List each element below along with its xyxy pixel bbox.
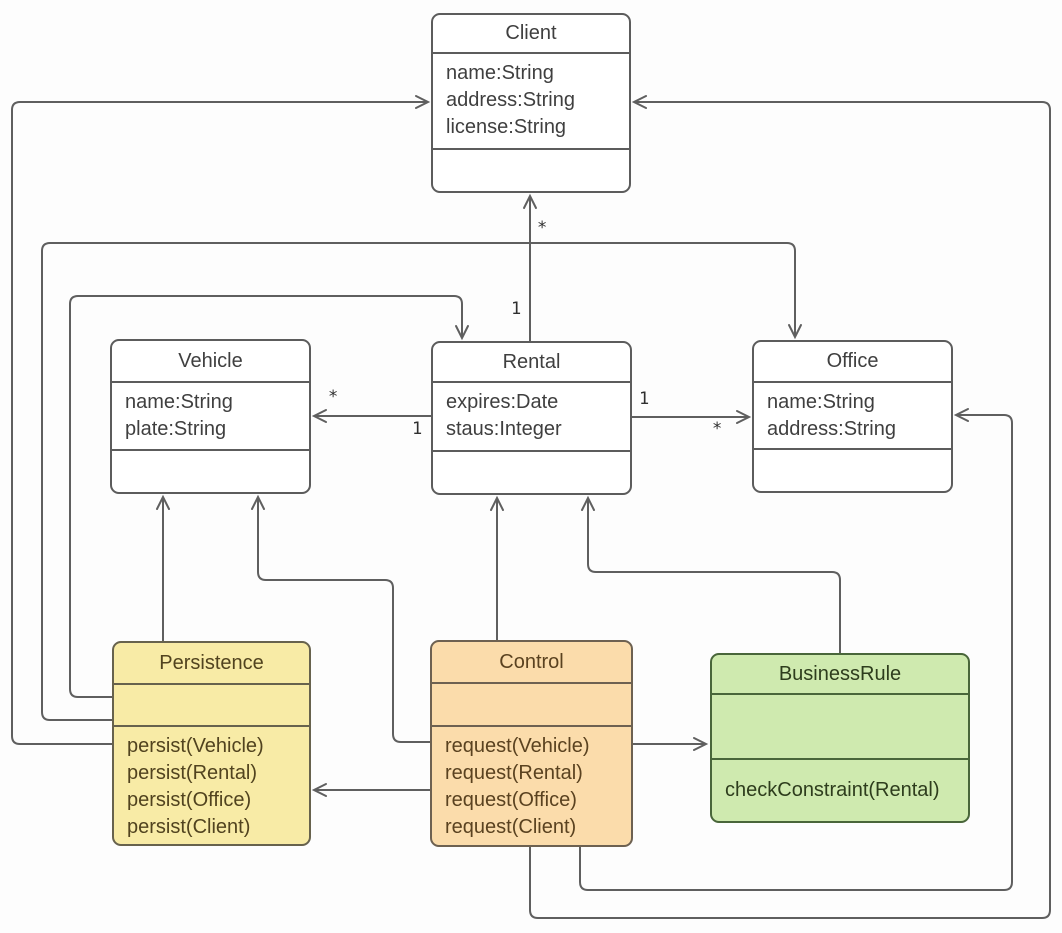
class-office-attributes: name:String address:String <box>754 383 951 450</box>
multiplicity-office-end: * <box>712 419 723 439</box>
class-control-methods: request(Vehicle) request(Rental) request… <box>432 727 631 845</box>
method-line: persist(Rental) <box>127 762 258 784</box>
attribute-line: staus:Integer <box>446 418 562 440</box>
attribute-line: license:String <box>446 116 567 138</box>
class-businessrule[interactable]: BusinessRule checkConstraint(Rental) <box>710 653 970 823</box>
class-client-attributes: name:String address:String license:Strin… <box>433 54 629 150</box>
connector-persistence-to-rental[interactable] <box>69 295 469 698</box>
multiplicity-rental-end-top: 1 <box>511 299 522 319</box>
multiplicity-client-end: * <box>537 218 548 238</box>
method-line: persist(Client) <box>127 816 251 838</box>
method-line: request(Office) <box>445 789 577 811</box>
attribute-line: name:String <box>446 62 554 84</box>
class-vehicle-methods <box>112 451 309 492</box>
class-control-title: Control <box>432 642 631 684</box>
connector-control-to-vehicle[interactable] <box>251 494 430 743</box>
class-persistence-methods: persist(Vehicle) persist(Rental) persist… <box>114 727 309 844</box>
class-rental-title: Rental <box>433 343 630 383</box>
class-vehicle-attributes: name:String plate:String <box>112 383 309 451</box>
class-rental-methods <box>433 452 630 493</box>
class-office-methods <box>754 450 951 491</box>
connector-control-to-office[interactable] <box>579 408 1013 891</box>
class-office[interactable]: Office name:String address:String <box>752 340 953 493</box>
multiplicity-rental-end-right: 1 <box>639 389 650 409</box>
class-businessrule-methods: checkConstraint(Rental) <box>712 760 968 821</box>
method-line: request(Vehicle) <box>445 735 590 757</box>
multiplicity-rental-end-left: 1 <box>412 419 423 439</box>
class-rental-attributes: expires:Date staus:Integer <box>433 383 630 452</box>
connector-persistence-to-client[interactable] <box>11 95 431 745</box>
method-line: persist(Vehicle) <box>127 735 264 757</box>
attribute-line: plate:String <box>125 418 227 440</box>
class-businessrule-title: BusinessRule <box>712 655 968 695</box>
multiplicity-vehicle-end: * <box>328 387 339 407</box>
class-client-title: Client <box>433 15 629 54</box>
class-control[interactable]: Control request(Vehicle) request(Rental)… <box>430 640 633 847</box>
attribute-line: address:String <box>767 418 896 440</box>
class-rental[interactable]: Rental expires:Date staus:Integer <box>431 341 632 495</box>
attribute-line: name:String <box>767 391 875 413</box>
method-line: checkConstraint(Rental) <box>725 779 940 801</box>
class-businessrule-attributes <box>712 695 968 760</box>
attribute-line: expires:Date <box>446 391 559 413</box>
connector-persistence-to-office[interactable] <box>41 242 802 721</box>
class-vehicle[interactable]: Vehicle name:String plate:String <box>110 339 311 494</box>
method-line: request(Rental) <box>445 762 583 784</box>
method-line: request(Client) <box>445 816 577 838</box>
class-persistence[interactable]: Persistence persist(Vehicle) persist(Ren… <box>112 641 311 846</box>
class-vehicle-title: Vehicle <box>112 341 309 383</box>
class-client[interactable]: Client name:String address:String licens… <box>431 13 631 193</box>
class-client-methods <box>433 150 629 191</box>
class-persistence-title: Persistence <box>114 643 309 685</box>
connector-businessrule-to-rental[interactable] <box>581 495 841 653</box>
class-persistence-attributes <box>114 685 309 727</box>
attribute-line: address:String <box>446 89 575 111</box>
connector-control-to-client[interactable] <box>529 95 1051 919</box>
class-control-attributes <box>432 684 631 727</box>
method-line: persist(Office) <box>127 789 252 811</box>
attribute-line: name:String <box>125 391 233 413</box>
class-office-title: Office <box>754 342 951 383</box>
